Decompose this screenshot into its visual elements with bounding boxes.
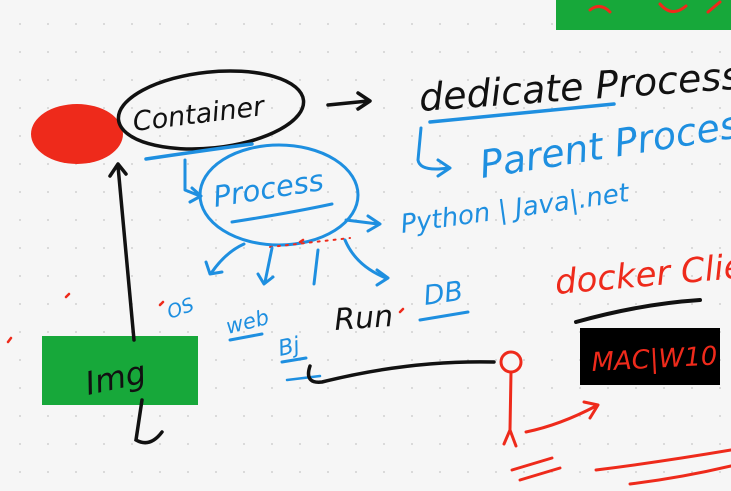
client-ground-lines: [510, 448, 731, 486]
process-to-languages-arrow: [344, 214, 382, 233]
red-ticks: [6, 238, 405, 344]
img-box: [42, 336, 198, 405]
parent-hook-arrow: [416, 126, 452, 178]
red-dot: [31, 104, 123, 164]
branch-os-arrow: [204, 242, 246, 276]
client-body: [502, 370, 518, 448]
languages-label: Python | Java|.net: [399, 178, 632, 240]
db-label: DB: [422, 276, 465, 312]
docker-client-label: docker Clie: [553, 247, 731, 303]
bj-underline: [280, 356, 308, 364]
bj-label: Bj: [276, 333, 303, 362]
container-underline: [144, 142, 254, 161]
blue-lower-line: [285, 374, 322, 382]
client-arrow: [524, 400, 600, 434]
dedicate-underline: [428, 102, 616, 124]
img-to-container-arrow: [108, 162, 136, 342]
process-underline: [230, 202, 334, 224]
container-to-dedicate-arrow: [326, 91, 372, 111]
container-label: Container: [131, 91, 268, 138]
img-stem: [134, 398, 164, 445]
web-label: web: [223, 305, 271, 339]
run-label: Run: [333, 299, 394, 338]
db-underline: [418, 310, 470, 322]
web-underline: [228, 332, 264, 342]
branch-db-arrow: [343, 238, 390, 287]
red-dotted-line: [269, 237, 351, 248]
run-to-client-line: [306, 360, 496, 384]
branch-web-arrow: [256, 246, 275, 286]
os-label: OS: [164, 294, 197, 324]
top-sticker-scribble: [588, 0, 722, 14]
top-green-sticker: [556, 0, 731, 30]
mac-w10-box: [580, 328, 720, 385]
branch-run-line: [312, 248, 320, 286]
mac-w10-label: MAC|W10: [591, 341, 718, 378]
client-head: [499, 350, 523, 374]
docker-underline: [574, 298, 702, 324]
process-label: Process: [211, 163, 326, 214]
